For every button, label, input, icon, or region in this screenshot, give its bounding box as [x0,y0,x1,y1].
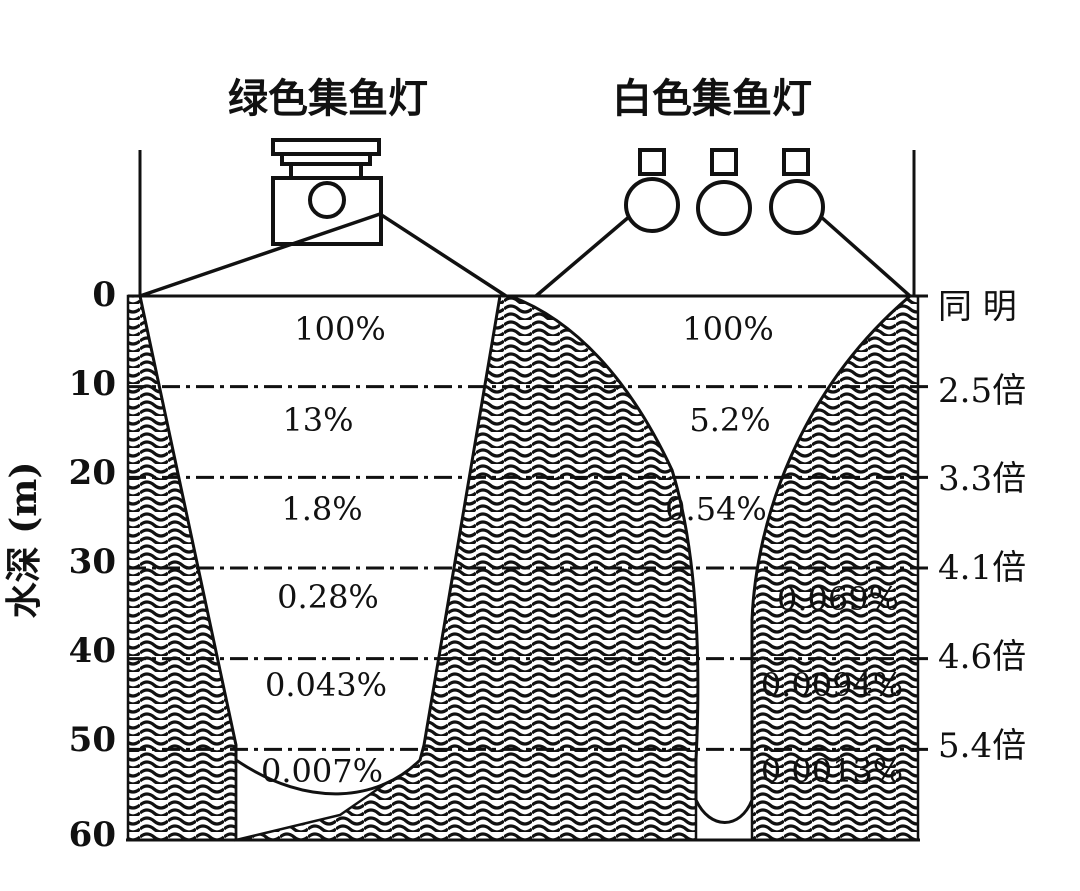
green-lamp-icon [271,138,383,246]
white-pct-40: 0.0094% [761,666,903,704]
white-pct-50: 0.0013% [761,752,903,790]
ratio-30: 4.1倍 [938,548,1026,588]
green-pct-40: 0.043% [265,666,387,704]
light-beams [139,212,912,298]
green-pct-30: 0.28% [277,578,379,616]
tick-50: 50 [69,720,116,760]
white-pct-10: 5.2% [689,401,770,439]
tick-30: 30 [69,542,116,582]
ratio-20: 3.3倍 [938,459,1026,499]
tick-20: 20 [69,453,116,493]
green-pct-0: 100% [294,310,385,348]
tick-0: 0 [92,275,116,315]
white-light-zone [509,294,915,824]
green-pct-20: 1.8% [281,490,362,528]
green-lamp-title: 绿色集鱼灯 [228,75,428,122]
tick-10: 10 [69,364,116,404]
tick-60: 60 [69,815,116,855]
depth-lines [128,294,930,751]
green-pct-50: 0.007% [261,752,383,790]
white-lamp-icons [624,148,825,236]
tick-40: 40 [69,631,116,671]
white-pct-30: 0.069% [777,580,899,618]
ratio-40: 4.6倍 [938,637,1026,677]
white-pct-20: 0.54% [665,490,767,528]
green-light-zone [138,294,502,796]
green-pct-10: 13% [282,401,353,439]
white-pct-0: 100% [682,310,773,348]
white-lamp-title: 白色集鱼灯 [612,75,812,122]
y-axis-label: 水深 (m) [3,462,45,619]
ratio-0: 同 明 [938,287,1017,327]
ratio-10: 2.5倍 [938,371,1026,411]
ratio-50: 5.4倍 [938,726,1026,766]
